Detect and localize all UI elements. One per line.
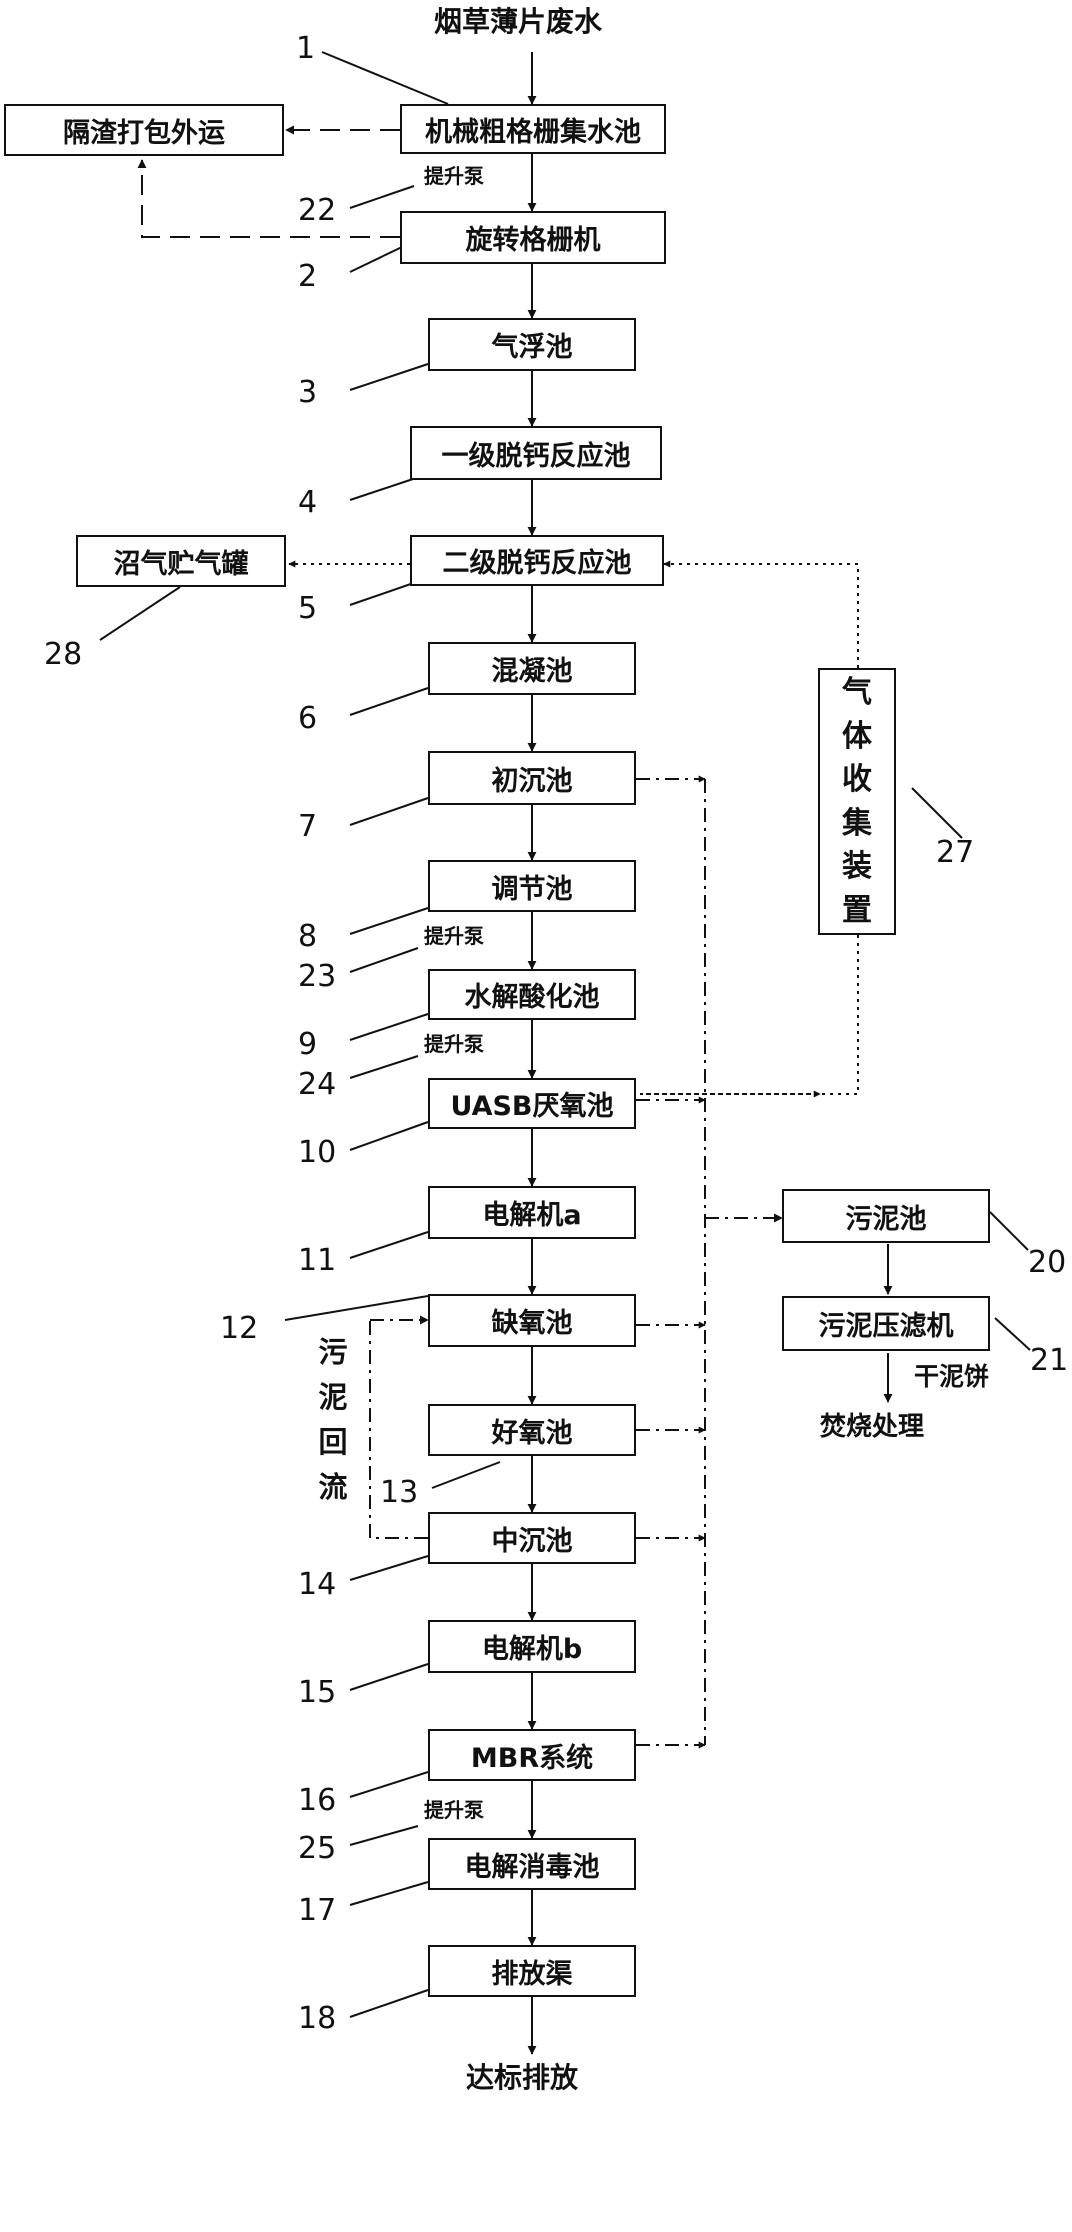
sludge-collection-path [369, 775, 783, 1749]
process-unit-10[interactable]: UASB厌氧池 [428, 1078, 636, 1129]
ref-number-1: 1 [296, 31, 316, 66]
ref-number-6: 6 [298, 701, 318, 736]
process-unit-15[interactable]: 电解机b [428, 1620, 636, 1673]
sludge-return-char: 泥 [318, 1379, 348, 1414]
process-unit-8[interactable]: 调节池 [428, 860, 636, 912]
process-unit-17[interactable]: 电解消毒池 [428, 1838, 636, 1890]
ref-number-11: 11 [298, 1243, 337, 1278]
ref-number-3: 3 [298, 375, 318, 410]
ref-number-5: 5 [298, 591, 318, 626]
process-unit-13[interactable]: 好氧池 [428, 1404, 636, 1456]
process-unit-12[interactable]: 缺氧池 [428, 1294, 636, 1347]
wastewater-input-label: 烟草薄片废水 [434, 5, 603, 38]
process-unit-14[interactable]: 中沉池 [428, 1512, 636, 1564]
ref-number-25: 25 [298, 1831, 337, 1866]
process-unit-2[interactable]: 旋转格栅机 [400, 211, 666, 264]
sludge-press-box[interactable]: 污泥压滤机 [782, 1296, 990, 1351]
ref-number-18: 18 [298, 2001, 337, 2036]
process-unit-1[interactable]: 机械粗格栅集水池 [400, 104, 666, 154]
lift-pump-label: 提升泵 [424, 924, 484, 948]
biogas-tank-box[interactable]: 沼气贮气罐 [76, 535, 286, 587]
ref-number-14: 14 [298, 1567, 337, 1602]
ref-number-23: 23 [298, 959, 337, 994]
ref-number-16: 16 [298, 1783, 337, 1818]
ref-number-2: 2 [298, 259, 318, 294]
ref-number-12: 12 [220, 1311, 259, 1346]
residue-path [137, 125, 400, 238]
lift-pump-label: 提升泵 [424, 1798, 484, 1822]
ref-number-17: 17 [298, 1893, 337, 1928]
gas-collector-char: 装 [842, 849, 872, 884]
gas-collector-char: 体 [842, 718, 872, 754]
process-unit-9[interactable]: 水解酸化池 [428, 969, 636, 1020]
ref-number-27: 27 [936, 835, 975, 870]
biogas-path [288, 560, 859, 1098]
incineration-label: 焚烧处理 [820, 1412, 925, 1442]
dry-cake-label: 干泥饼 [914, 1362, 990, 1391]
ref-number-28: 28 [44, 637, 83, 672]
process-unit-6[interactable]: 混凝池 [428, 642, 636, 695]
gas-collector-char: 收 [842, 762, 872, 797]
sludge-return-label: 污 泥 回 流 [316, 1330, 350, 1510]
process-unit-11[interactable]: 电解机a [428, 1186, 636, 1239]
process-unit-18[interactable]: 排放渠 [428, 1945, 636, 1997]
process-unit-5[interactable]: 二级脱钙反应池 [410, 535, 664, 586]
process-unit-16[interactable]: MBR系统 [428, 1729, 636, 1781]
main-flow-arrows [527, 52, 893, 2055]
gas-collector-box[interactable]: 气 体 收 集 装 置 [818, 668, 896, 935]
gas-collector-char: 置 [842, 892, 872, 928]
ref-number-22: 22 [298, 193, 337, 228]
ref-number-10: 10 [298, 1135, 337, 1170]
ref-number-20: 20 [1028, 1245, 1067, 1280]
gas-collector-char: 气 [842, 675, 872, 710]
process-unit-4[interactable]: 一级脱钙反应池 [410, 426, 662, 480]
ref-number-7: 7 [298, 809, 318, 844]
gas-collector-char: 集 [842, 805, 872, 841]
process-unit-3[interactable]: 气浮池 [428, 318, 636, 371]
sludge-return-char: 回 [318, 1424, 348, 1459]
ref-number-13: 13 [380, 1475, 419, 1510]
ref-number-21: 21 [1030, 1343, 1069, 1378]
sludge-return-char: 流 [318, 1469, 348, 1504]
ref-number-9: 9 [298, 1027, 318, 1062]
ref-number-8: 8 [298, 919, 318, 954]
leader-lines [99, 51, 1031, 2018]
lift-pump-label: 提升泵 [424, 1032, 484, 1056]
ref-number-4: 4 [298, 485, 318, 520]
ref-number-15: 15 [298, 1675, 337, 1710]
sludge-tank-box[interactable]: 污泥池 [782, 1189, 990, 1243]
lift-pump-label: 提升泵 [424, 164, 484, 188]
residue-disposal-box[interactable]: 隔渣打包外运 [4, 104, 284, 156]
sludge-return-char: 污 [318, 1335, 348, 1369]
process-unit-7[interactable]: 初沉池 [428, 751, 636, 805]
ref-number-24: 24 [298, 1067, 337, 1102]
compliant-discharge-label: 达标排放 [466, 2061, 579, 2094]
